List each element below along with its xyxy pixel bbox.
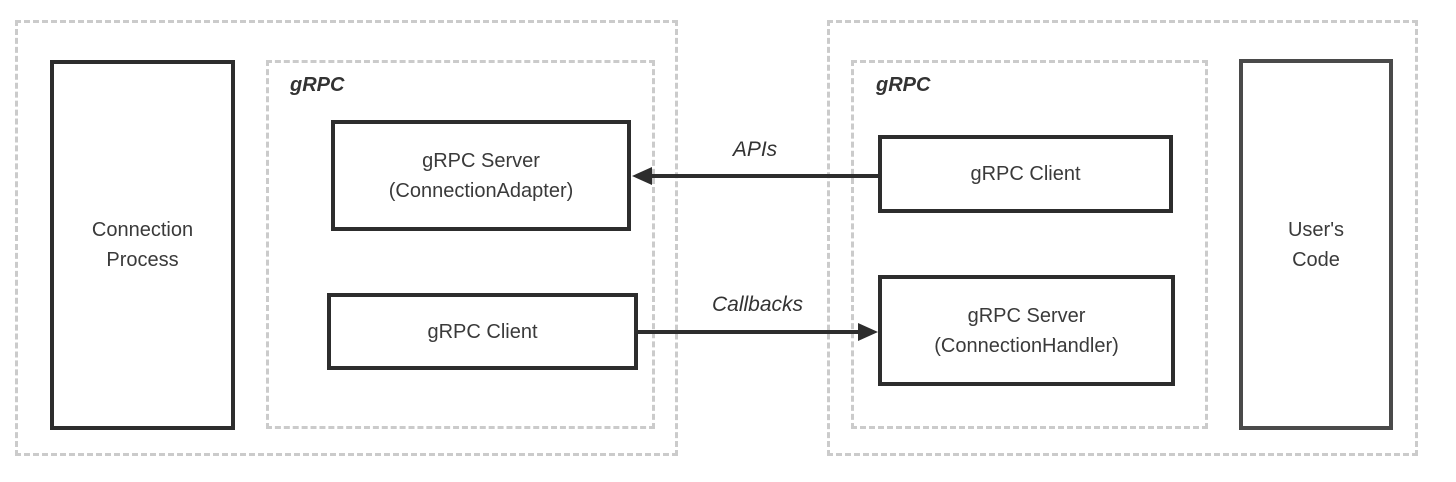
connection-process-box: Connection Process	[50, 60, 235, 430]
left-grpc-container	[266, 60, 655, 429]
callbacks-arrowhead-right-icon	[858, 323, 878, 341]
right-grpc-container	[851, 60, 1208, 429]
grpc-server-adapter-label-line1: gRPC Server	[422, 149, 540, 172]
callbacks-arrow-label: Callbacks	[711, 293, 804, 316]
left-grpc-client-label: gRPC Client	[427, 320, 538, 343]
grpc-server-connection-handler-box: gRPC Server (ConnectionHandler)	[878, 275, 1175, 386]
callbacks-arrow-line	[638, 330, 860, 334]
connection-process-group-container	[15, 20, 678, 456]
grpc-server-connection-adapter-box: gRPC Server (ConnectionAdapter)	[331, 120, 631, 231]
right-grpc-client-label: gRPC Client	[970, 163, 1081, 185]
right-grpc-container-label: gRPC	[876, 74, 931, 96]
connection-process-label-line1: Connection	[91, 219, 194, 241]
apis-arrow-line	[646, 174, 878, 178]
right-grpc-client-box: gRPC Client	[878, 135, 1173, 213]
users-code-group-container	[827, 20, 1418, 456]
apis-arrowhead-left-icon	[632, 167, 652, 185]
grpc-server-handler-label-line2: (ConnectionHandler)	[934, 334, 1119, 357]
connection-process-label-line2: Process	[106, 249, 179, 271]
left-grpc-container-label: gRPC	[290, 74, 345, 96]
users-code-box: User's Code	[1239, 59, 1393, 430]
left-grpc-client-box: gRPC Client	[327, 293, 638, 370]
users-code-label-line2: Code	[1292, 248, 1340, 271]
grpc-server-handler-label-line1: gRPC Server	[967, 304, 1086, 327]
grpc-server-adapter-label-line2: (ConnectionAdapter)	[388, 179, 574, 202]
apis-arrow-label: APIs	[732, 138, 778, 161]
users-code-label-line1: User's	[1287, 218, 1345, 241]
